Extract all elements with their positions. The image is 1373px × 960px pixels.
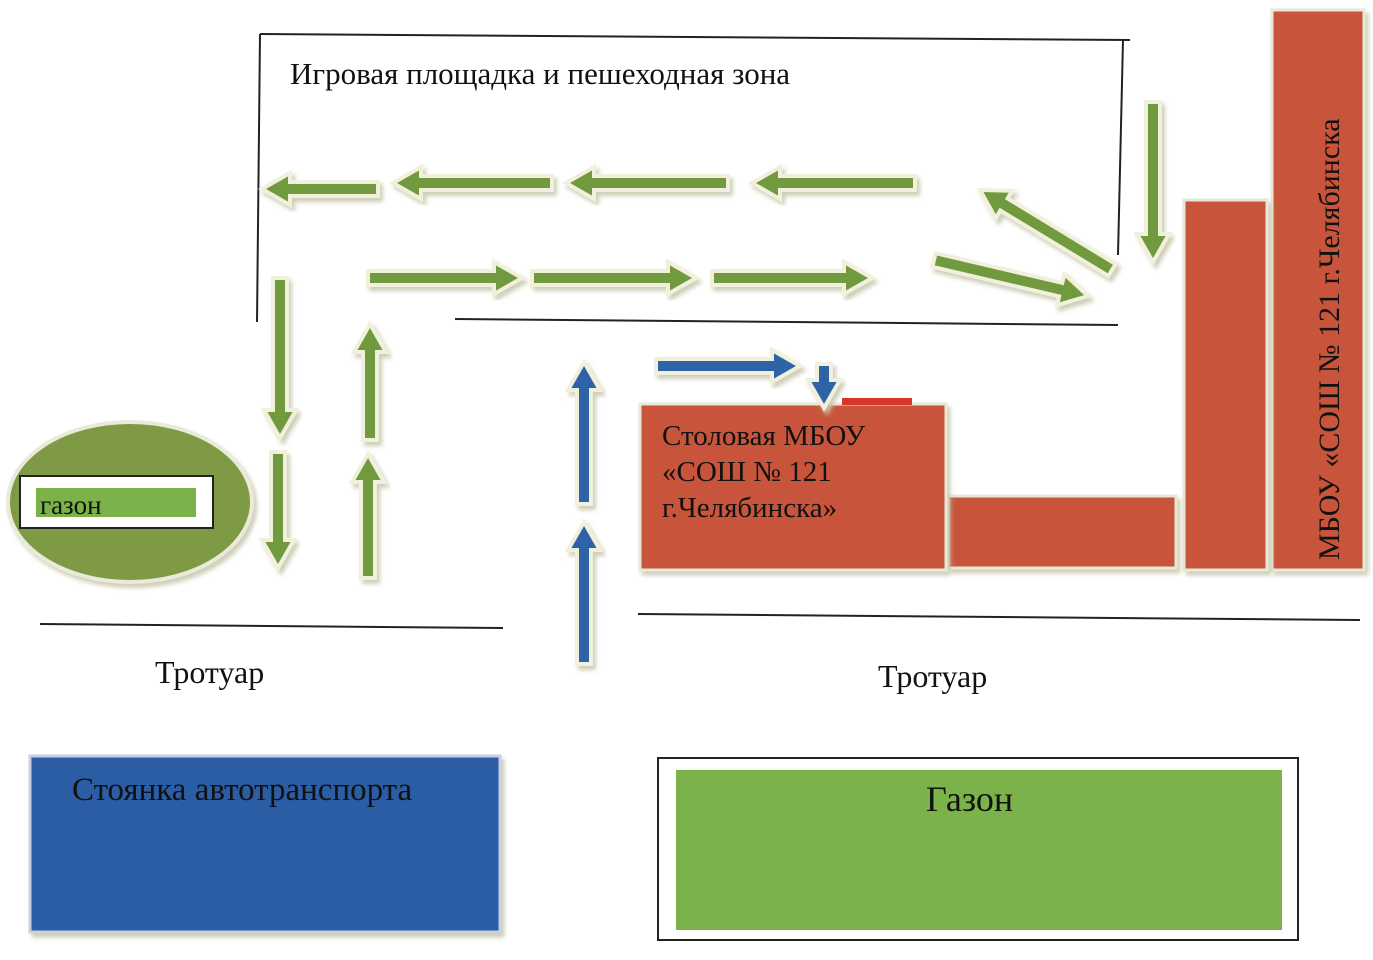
lawn-label: Газон	[926, 779, 1014, 819]
service-arrow	[564, 357, 604, 506]
play-zone-label: Игровая площадка и пешеходная зона	[290, 56, 791, 91]
sidewalk-line-right	[637, 613, 1361, 621]
canteen-entrance-mark	[842, 398, 912, 405]
school-wing	[1182, 198, 1269, 572]
parking-area	[28, 754, 502, 934]
connector-building	[946, 494, 1178, 570]
sidewalk-line-left	[39, 623, 504, 629]
canteen-label-line: г.Челябинска»	[662, 492, 838, 524]
lawn-area	[676, 770, 1282, 930]
small-lawn	[36, 488, 196, 517]
play-zone-outline	[256, 33, 1131, 326]
pedestrian-arrow	[929, 250, 1092, 309]
pedestrian-arrow	[366, 258, 527, 298]
service-arrow	[564, 517, 604, 666]
pedestrian-arrow	[747, 163, 917, 203]
service-arrow	[804, 362, 844, 413]
canteen-label-line: Столовая МБОУ	[662, 420, 866, 452]
pedestrian-arrow	[710, 258, 877, 298]
canteen-building	[638, 402, 948, 572]
route-arrows	[257, 100, 1173, 666]
small-lawn-label: газон	[40, 490, 102, 520]
pedestrian-arrow	[561, 163, 730, 203]
sidewalk-label-left: Тротуар	[155, 654, 265, 690]
pedestrian-arrow	[348, 449, 388, 580]
sidewalk-label-right: Тротуар	[878, 658, 988, 694]
parking-label: Стоянка автотранспорта	[72, 772, 413, 808]
pedestrian-arrow	[257, 169, 380, 209]
pedestrian-arrow	[258, 450, 298, 573]
pedestrian-arrow	[530, 258, 701, 298]
pedestrian-arrow	[260, 276, 300, 443]
canteen-label: Столовая МБОУ «СОШ № 121 г.Челябинска»	[662, 418, 932, 526]
pedestrian-arrow	[1133, 100, 1173, 267]
pedestrian-arrow	[976, 187, 1119, 279]
pedestrian-arrow	[388, 163, 554, 203]
pedestrian-arrow	[350, 319, 390, 442]
service-arrow	[654, 346, 805, 386]
canteen-label-line: «СОШ № 121	[662, 456, 832, 488]
school-tall-building	[1270, 8, 1366, 572]
school-label: МБОУ «СОШ № 121 г.Челябинска	[1313, 118, 1346, 560]
